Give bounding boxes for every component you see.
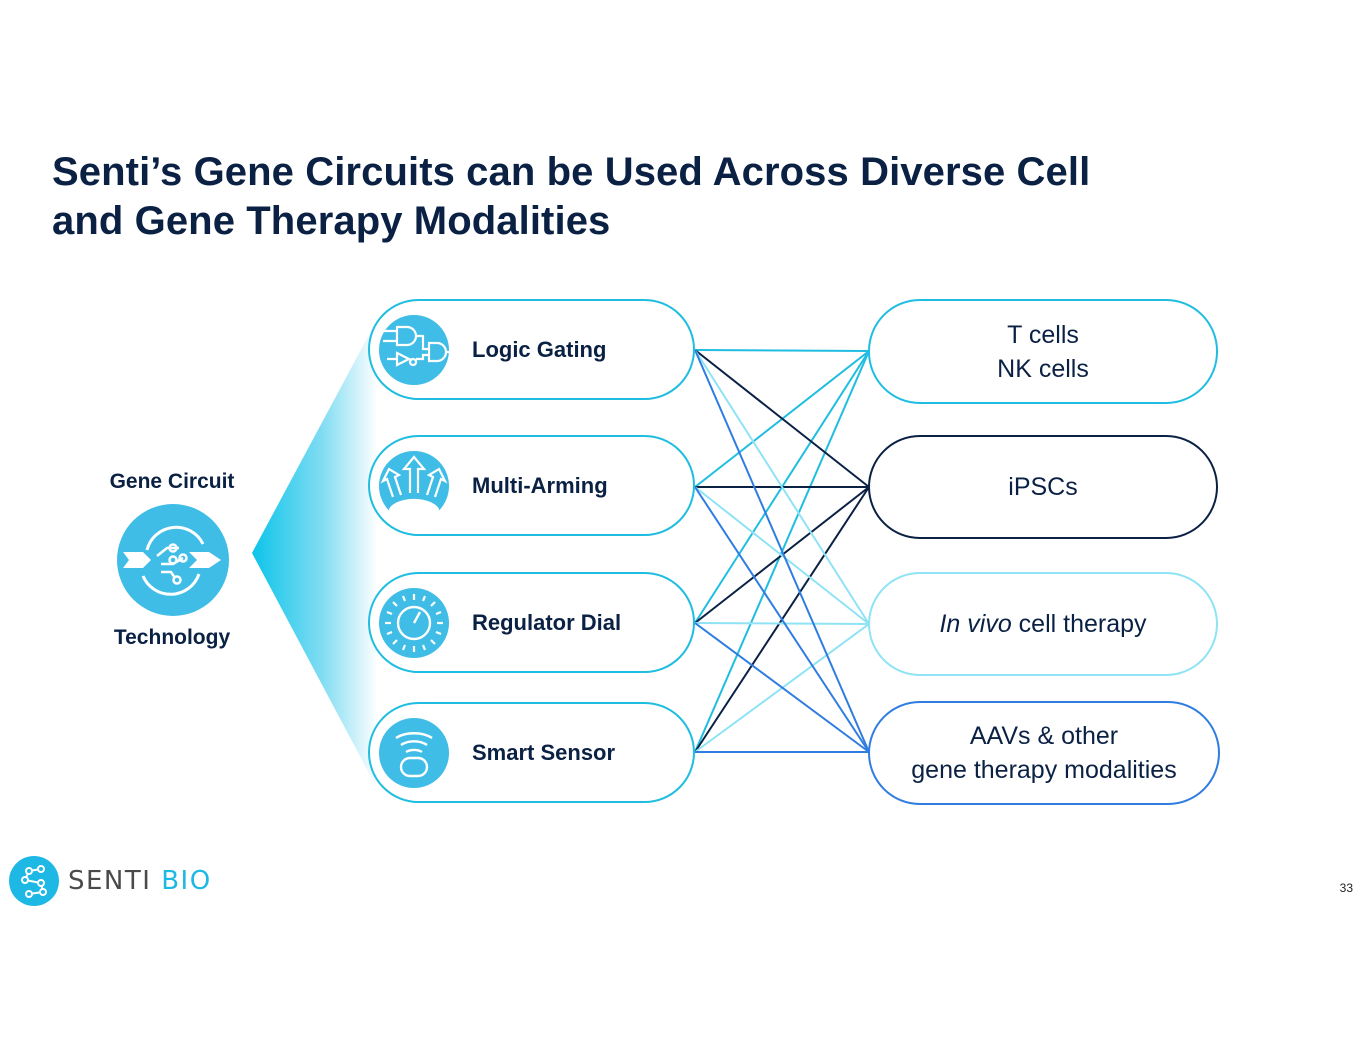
logo-wordmark: SENTI BIO	[68, 866, 212, 896]
logo-word-bio: BIO	[161, 866, 212, 896]
fan-shape	[252, 318, 378, 790]
connector-line	[694, 349, 870, 488]
connector-line	[694, 622, 870, 753]
modality-ipscs: iPSCs	[868, 435, 1218, 539]
capability-logic-gating: Logic Gating	[368, 299, 695, 400]
connector-line	[694, 486, 870, 625]
modality-line-1: cell therapy	[1011, 610, 1147, 638]
connector-line	[694, 349, 870, 625]
capability-label: Regulator Dial	[472, 609, 622, 635]
connector-line	[694, 349, 870, 352]
modality-aavs: AAVs & other gene therapy modalities	[868, 701, 1220, 805]
modality-italic: In vivo	[939, 610, 1012, 638]
modality-line-1: AAVs & other	[969, 722, 1119, 750]
modality-line-2: gene therapy modalities	[911, 756, 1177, 784]
capability-label: Smart Sensor	[472, 739, 616, 765]
capability-label: Multi-Arming	[472, 472, 608, 498]
connector-line	[694, 622, 870, 625]
connector-line	[694, 486, 870, 753]
logo-word-senti: SENTI	[68, 866, 152, 896]
capability-regulator-dial: Regulator Dial	[368, 572, 695, 673]
title-line-2: and Gene Therapy Modalities	[52, 199, 611, 243]
technology-label-bottom: Technology	[113, 626, 231, 649]
title-line-1: Senti’s Gene Circuits can be Used Across…	[52, 150, 1091, 194]
dial-icon	[379, 587, 449, 658]
connector-line	[694, 349, 870, 753]
page-number: 33	[1339, 881, 1353, 895]
sensor-icon	[379, 717, 449, 788]
connector-lines	[694, 349, 870, 753]
capability-label: Logic Gating	[472, 336, 607, 362]
modality-in-vivo: In vivo cell therapy	[868, 572, 1218, 676]
gene-circuit-icon	[117, 504, 229, 616]
capability-multi-arming: Multi-Arming	[368, 435, 695, 536]
slide-title: Senti’s Gene Circuits can be Used Across…	[52, 148, 1252, 246]
technology-label-top: Gene Circuit	[109, 470, 235, 493]
senti-bio-logo-icon	[9, 856, 59, 906]
logic-gate-icon	[379, 314, 449, 385]
modality-line-1: iPSCs	[1008, 473, 1078, 501]
modality-line-2: NK cells	[997, 354, 1089, 383]
capability-smart-sensor: Smart Sensor	[368, 702, 695, 803]
modality-t-nk-cells: T cells NK cells	[868, 299, 1218, 404]
modality-line-1: T cells	[1007, 320, 1079, 349]
multi-arrow-icon	[379, 450, 449, 521]
